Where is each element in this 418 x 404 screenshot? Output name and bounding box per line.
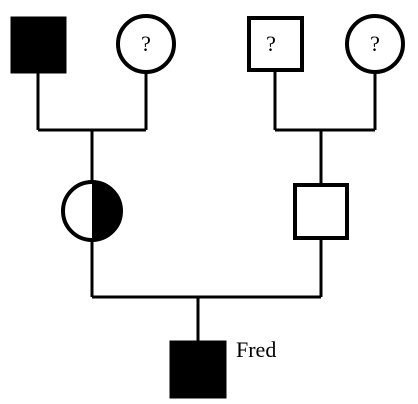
individual-father: [293, 183, 349, 240]
unknown-mark-paternal-grandmother: ?: [141, 31, 151, 56]
individual-fred: [169, 340, 227, 399]
unknown-mark-maternal-grandfather: ?: [266, 31, 276, 56]
unknown-mark-maternal-grandmother: ?: [370, 31, 380, 56]
mother-outline: [61, 180, 123, 242]
pedigree-lines: [36, 70, 377, 342]
individual-paternal-grandmother: [116, 14, 176, 74]
fred-label: Fred: [236, 337, 276, 362]
individual-mother: [61, 180, 123, 242]
mother-affected-half: [92, 182, 121, 240]
individual-maternal-grandmother: [345, 14, 405, 74]
individual-paternal-grandfather: [10, 16, 67, 74]
individual-maternal-grandfather: [247, 16, 304, 72]
